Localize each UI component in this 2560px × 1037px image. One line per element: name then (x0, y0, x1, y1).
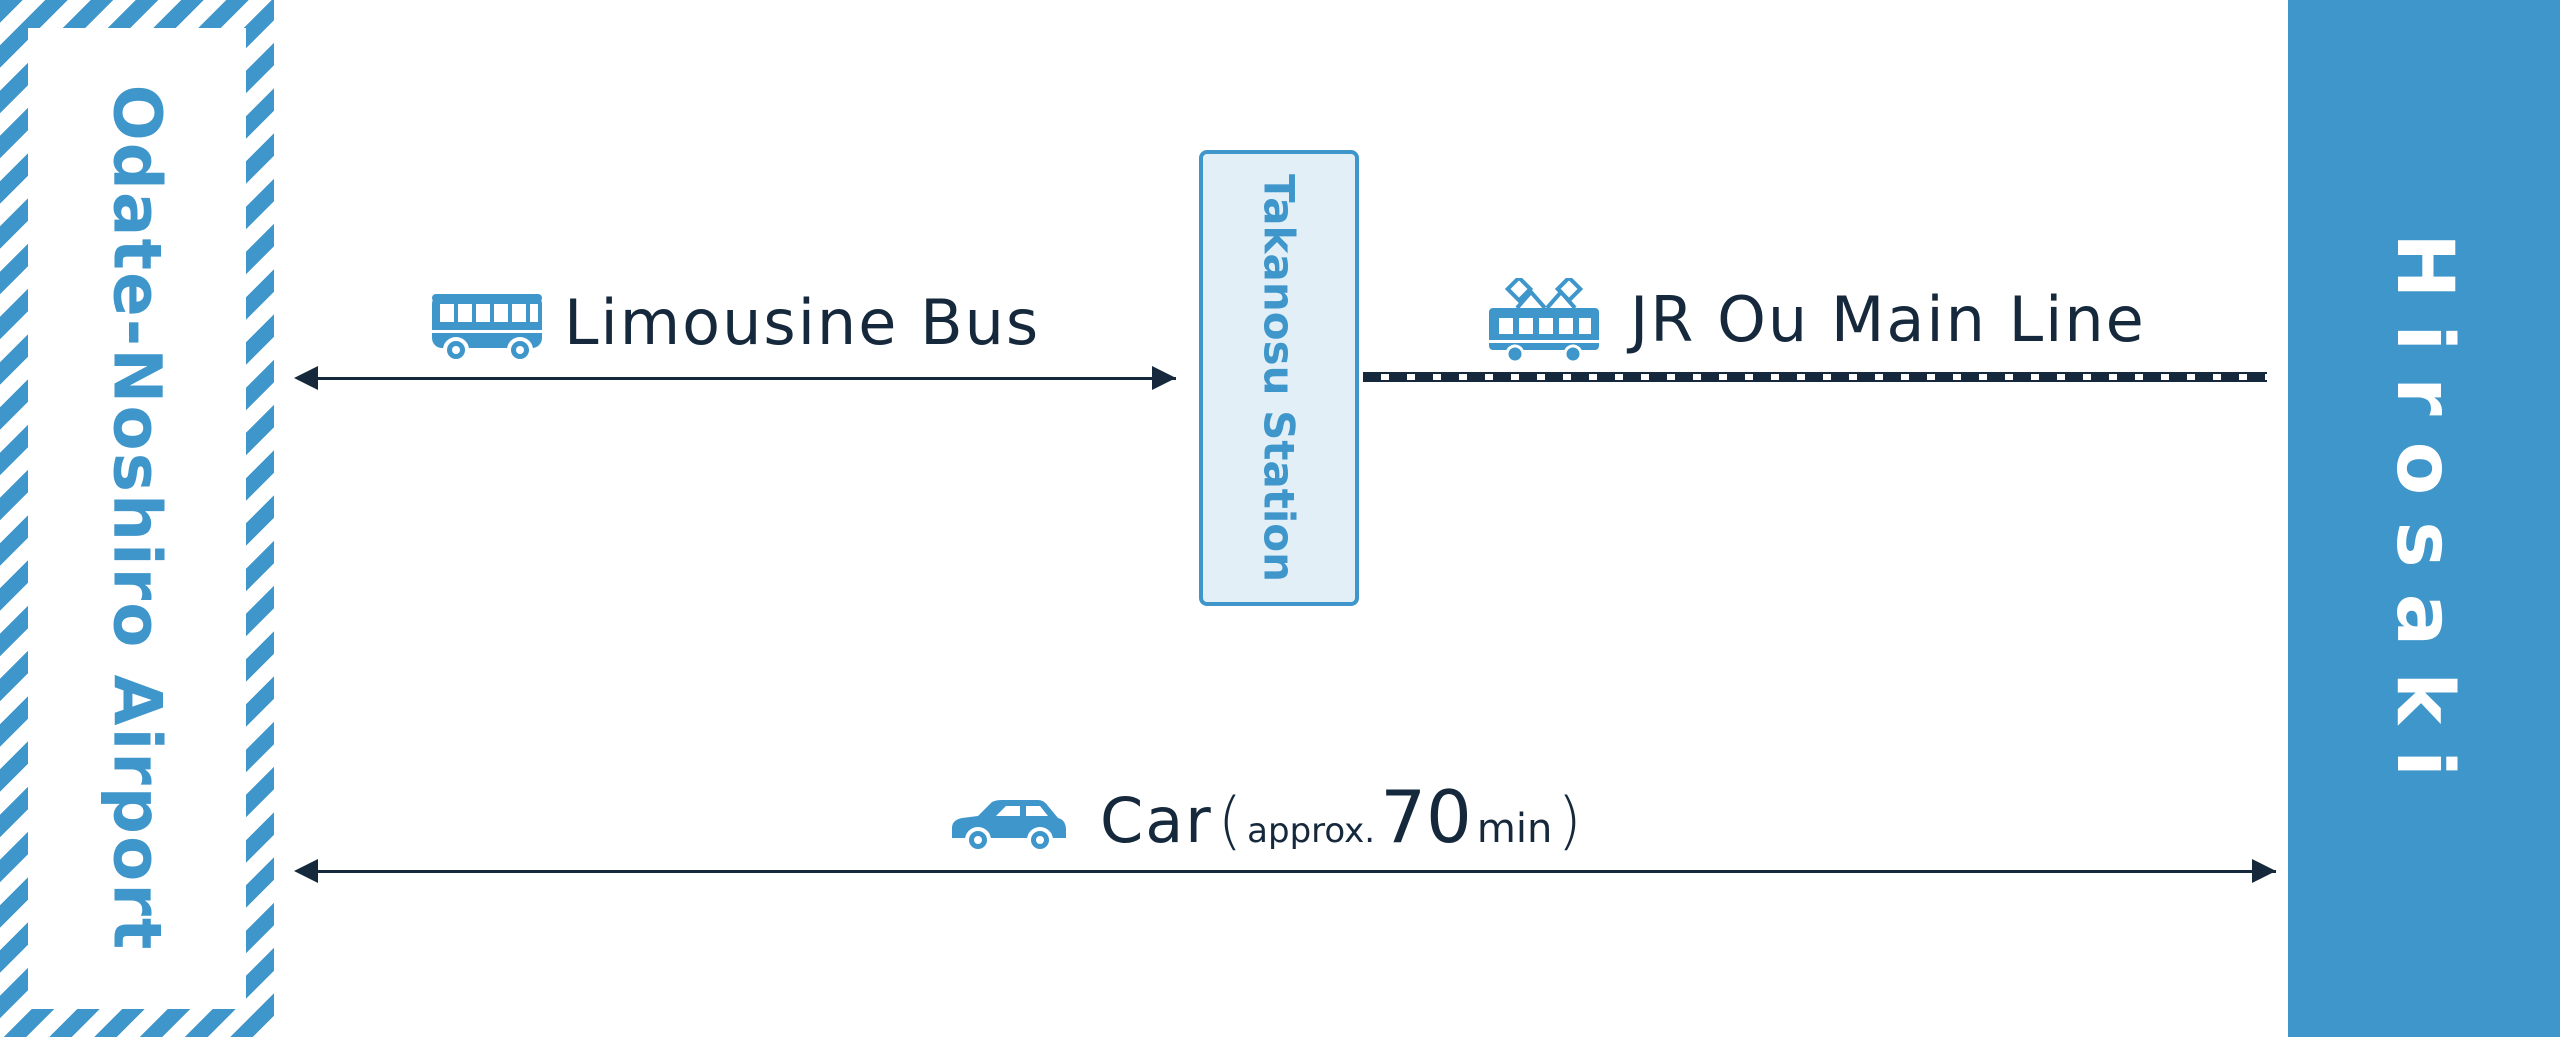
airport-label: Odate-Noshiro Airport (98, 84, 176, 952)
station-box (1199, 150, 1359, 606)
train-icon (1487, 278, 1601, 364)
bus-route-line (316, 377, 1176, 380)
car-icon (948, 798, 1070, 854)
airport-box (0, 0, 274, 1037)
hirosaki-label: Hirosaki (2379, 233, 2469, 803)
hirosaki-box (2288, 0, 2560, 1037)
airport-box-inner (28, 28, 246, 1009)
car-route-line (316, 870, 2276, 873)
car-minutes-unit: min (1476, 806, 1553, 852)
car-paren-open: ( (1217, 784, 1243, 857)
train-route-label: JR Ou Main Line (1630, 283, 2146, 356)
bus-arrow-right-head (1152, 366, 1176, 390)
bus-arrow-left-head (294, 366, 318, 390)
station-label: Takanosu Station (1254, 173, 1304, 583)
bus-icon (430, 292, 544, 362)
car-arrow-right-head (2252, 859, 2276, 883)
train-route-line (1363, 372, 2267, 382)
car-route-label: Car ( approx. 70 min ) (1100, 775, 1582, 859)
bus-route-label: Limousine Bus (564, 286, 1041, 359)
car-approx-text: approx. (1247, 811, 1376, 851)
car-paren-close: ) (1557, 784, 1582, 857)
car-label-text: Car (1100, 784, 1213, 857)
car-minutes-value: 70 (1380, 775, 1472, 859)
car-arrow-left-head (294, 859, 318, 883)
